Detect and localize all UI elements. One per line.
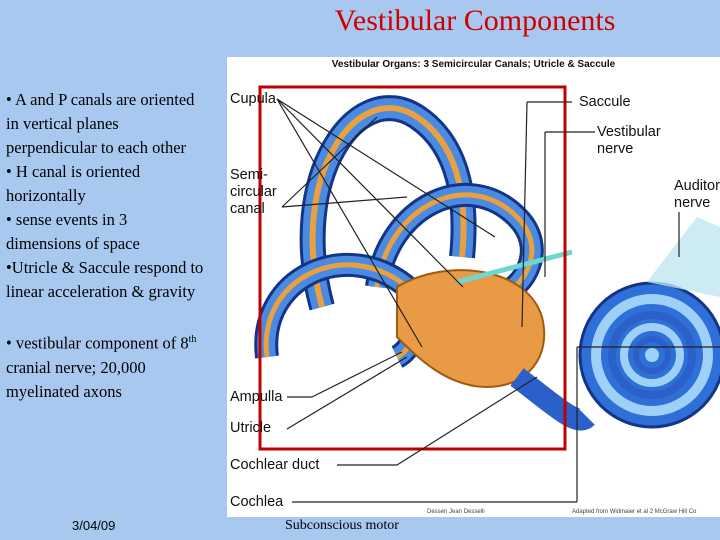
bullet-item: • H canal is oriented horizontally <box>6 162 141 205</box>
credit-right: Adapted from Widmaier et al 2 McGraw Hil… <box>572 509 697 515</box>
footer-text: Subconscious motor <box>285 518 399 533</box>
bullet-text-post: cranial nerve; 20,000 myelinated axons <box>6 357 146 401</box>
bullet-item: • A and P canals are oriented in vertica… <box>6 90 195 157</box>
bullet-superscript: th <box>188 334 197 345</box>
credit-left: Dessen Jean Desselli <box>427 509 485 515</box>
footer-date: 3/04/09 <box>72 518 116 533</box>
label-auditory-nerve: Auditory nerve <box>674 178 720 211</box>
bullet-item: • sense events in 3 dimensions of space <box>6 210 140 253</box>
label-semicircular-canal: Semi- circular canal <box>230 167 277 217</box>
label-cochlea: Cochlea <box>230 494 284 510</box>
bullet-item: • vestibular component of 8th cranial ne… <box>6 328 206 404</box>
label-ampulla: Ampulla <box>230 389 283 405</box>
label-utricle: Utricle <box>230 420 272 436</box>
highlight-box <box>258 85 567 451</box>
slide-title: Vestibular Components <box>334 4 616 37</box>
bullet-list: • A and P canals are oriented in vertica… <box>6 88 206 404</box>
label-cupula: Cupula <box>230 91 276 107</box>
label-cochlear-duct: Cochlear duct <box>230 457 320 473</box>
label-saccule: Saccule <box>579 94 631 110</box>
vestibular-figure: Vestibular Organs: 3 Semicircular Canals… <box>227 57 720 517</box>
bullet-item: •Utricle & Saccule respond to linear acc… <box>6 258 204 301</box>
inner-ear-illustration <box>254 85 720 503</box>
figure-title: Vestibular Organs: 3 Semicircular Canals… <box>331 59 616 70</box>
bullet-text-pre: • vestibular component of 8 <box>6 333 189 353</box>
label-vestibular-nerve: Vestibular nerve <box>597 124 661 157</box>
